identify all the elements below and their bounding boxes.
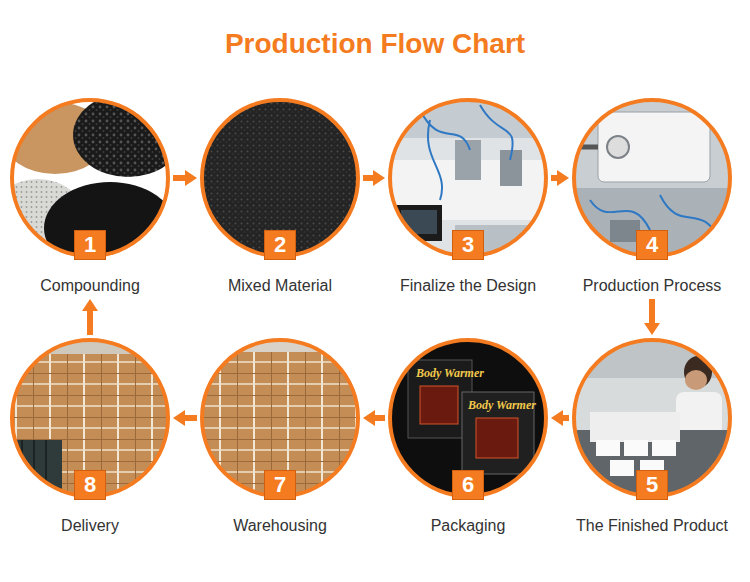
flow-arrow xyxy=(551,175,557,181)
process-step: 3Finalize the Design xyxy=(388,98,548,296)
process-step: 2Mixed Material xyxy=(200,98,360,296)
chart-title: Production Flow Chart xyxy=(0,28,750,60)
step-number: 6 xyxy=(452,470,484,500)
photo-ring: 7 xyxy=(200,338,360,498)
photo-ring: 1 xyxy=(10,98,170,258)
process-step: 8Delivery xyxy=(10,338,170,536)
photo-ring: 4 xyxy=(572,98,732,258)
flow-arrow xyxy=(649,299,655,323)
flow-arrow xyxy=(87,311,93,335)
step-label: Compounding xyxy=(0,276,182,296)
photo-ring: 2 xyxy=(200,98,360,258)
step-label: Warehousing xyxy=(188,516,372,536)
step-number: 1 xyxy=(74,230,106,260)
step-number: 4 xyxy=(636,230,668,260)
step-label: Packaging xyxy=(376,516,560,536)
step-label: Finalize the Design xyxy=(376,276,560,296)
step-number: 5 xyxy=(636,470,668,500)
photo-ring: 6 xyxy=(388,338,548,498)
finished-product-photo xyxy=(572,338,732,500)
photo-ring: 8 xyxy=(10,338,170,498)
process-step: 4Production Process xyxy=(572,98,732,296)
black-powder-pile xyxy=(44,182,176,274)
screen-face xyxy=(401,210,437,234)
step-label: Production Process xyxy=(560,276,744,296)
machine-top xyxy=(388,98,548,138)
package-print: Body Warmer xyxy=(416,366,484,380)
roll-hub xyxy=(607,136,629,158)
step-label: Delivery xyxy=(0,516,182,536)
step-number: 7 xyxy=(264,470,296,500)
photo-ring: 5 xyxy=(572,338,732,498)
step-number: 2 xyxy=(264,230,296,260)
packet xyxy=(610,460,634,476)
step-number: 8 xyxy=(74,470,106,500)
packet xyxy=(596,440,620,456)
package-print: Body Warmer xyxy=(468,398,536,412)
packet xyxy=(652,440,676,456)
process-step: 5The Finished Product xyxy=(572,338,732,536)
flow-arrow xyxy=(363,175,373,181)
film-roll xyxy=(598,112,710,182)
door-ribs xyxy=(22,440,46,500)
process-step: 7Warehousing xyxy=(200,338,360,536)
photo-ring: 3 xyxy=(388,98,548,258)
packet xyxy=(624,440,648,456)
flow-arrow xyxy=(173,175,185,181)
work-table xyxy=(572,430,732,500)
package-heat-print xyxy=(420,386,458,424)
process-step: 1Compounding xyxy=(10,98,170,296)
package-heat-print xyxy=(476,418,518,458)
flow-arrow xyxy=(375,415,385,421)
roll-axle xyxy=(580,145,598,150)
air-tubes xyxy=(420,105,513,200)
flow-arrow xyxy=(563,415,569,421)
delivery-photo xyxy=(10,338,170,500)
design-machine-photo xyxy=(388,98,550,260)
raw-materials-photo xyxy=(0,93,183,274)
control-screen xyxy=(396,205,442,241)
flow-arrow xyxy=(185,415,197,421)
container-door xyxy=(10,440,62,500)
step-label: Mixed Material xyxy=(188,276,372,296)
step-number: 3 xyxy=(452,230,484,260)
worker-face xyxy=(685,370,707,390)
worker-shirt xyxy=(676,392,722,436)
packet-stack xyxy=(590,412,680,442)
step-label: The Finished Product xyxy=(560,516,744,536)
